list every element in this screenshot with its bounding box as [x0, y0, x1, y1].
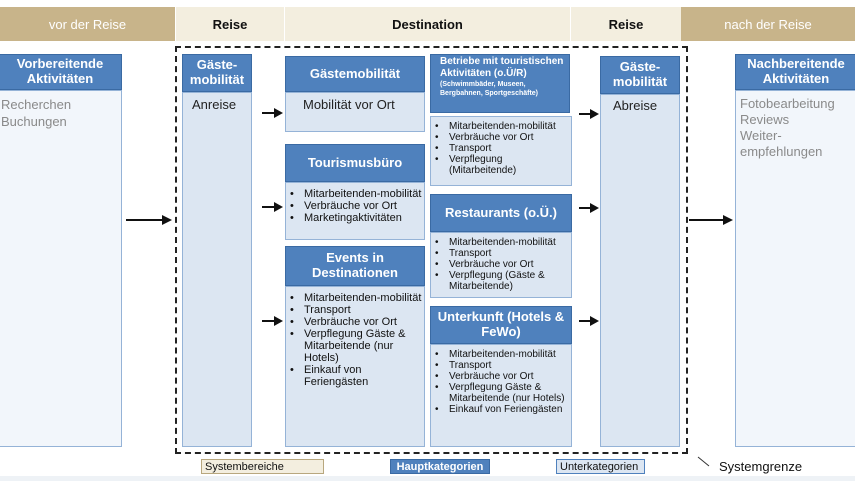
restaurants-item: Verbräuche vor Ort — [431, 259, 571, 270]
left-panel-title: Vorbereitende Aktivitäten — [16, 56, 104, 86]
tourismusbuero-header: Tourismusbüro — [285, 144, 425, 182]
legend-unterkategorien-label: Unterkategorien — [560, 460, 639, 473]
restaurants-body: Mitarbeitenden-mobilität Transport Verbr… — [430, 232, 572, 298]
betriebe-body: Mitarbeitenden-mobilität Verbräuche vor … — [430, 116, 572, 186]
left-panel-item-recherchen: Recherchen — [1, 97, 72, 112]
travel-out-body: Abreise — [600, 94, 680, 447]
phase-after-label: nach der Reise — [724, 16, 812, 32]
right-panel-header: Nachbereitende Aktivitäten — [735, 54, 855, 90]
events-title: Events in Destinationen — [312, 250, 398, 280]
local-mobility-label: Mobilität vor Ort — [303, 97, 395, 112]
phase-before-label: vor der Reise — [48, 16, 127, 32]
right-panel-title: Nachbereitende Aktivitäten — [747, 56, 845, 86]
events-item: Einkauf von Feriengästen — [286, 364, 424, 388]
tourismusbuero-item: Verbräuche vor Ort — [286, 200, 424, 212]
unterkunft-item: Verpflegung Gäste & Mitarbeitende (nur H… — [431, 382, 571, 404]
events-header: Events in Destinationen — [285, 246, 425, 286]
phase-destination: Destination — [284, 7, 570, 41]
phase-travel-out-label: Reise — [608, 16, 644, 32]
unterkunft-item: Transport — [431, 360, 571, 371]
events-item: Verpflegung Gäste & Mitarbeitende (nur H… — [286, 328, 424, 364]
tourismusbuero-body: Mitarbeitenden-mobilität Verbräuche vor … — [285, 182, 425, 240]
betriebe-item: Verbräuche vor Ort — [431, 132, 571, 143]
left-panel-header: Vorbereitende Aktivitäten — [0, 54, 122, 90]
betriebe-header: Betriebe mit touristischen Aktivitäten (… — [430, 54, 570, 113]
restaurants-title: Restaurants (o.Ü.) — [445, 204, 557, 220]
legend-systembereiche-label: Systembereiche — [205, 460, 284, 473]
local-mobility-body: Mobilität vor Ort — [285, 92, 425, 132]
betriebe-item: Mitarbeitenden-mobilität — [431, 121, 571, 132]
right-panel-item: Fotobearbeitung — [740, 96, 835, 111]
arrow-to-mobilitaet — [262, 107, 283, 119]
bottom-strip — [0, 476, 855, 481]
tourismusbuero-item: Marketingaktivitäten — [286, 212, 424, 224]
right-panel-item: Weiter-empfehlungen — [740, 128, 823, 159]
unterkunft-header: Unterkunft (Hotels & FeWo) — [430, 306, 572, 344]
legend-systembereiche: Systembereiche — [201, 459, 324, 474]
legend-systemgrenze-label: Systemgrenze — [719, 459, 803, 474]
phase-destination-label: Destination — [392, 16, 463, 32]
left-panel-item-buchungen: Buchungen — [1, 114, 67, 129]
system-boundary — [175, 46, 688, 454]
travel-in-body: Anreise — [182, 92, 252, 447]
phase-travel-out: Reise — [570, 7, 681, 41]
betriebe-item: Transport — [431, 143, 571, 154]
phase-travel-in: Reise — [175, 7, 284, 41]
restaurants-header: Restaurants (o.Ü.) — [430, 194, 572, 232]
events-item: Mitarbeitenden-mobilität — [286, 292, 424, 304]
legend-unterkategorien: Unterkategorien — [556, 459, 645, 474]
phase-travel-in-label: Reise — [212, 16, 248, 32]
travel-in-label: Anreise — [192, 97, 237, 112]
unterkunft-title: Unterkunft (Hotels & FeWo) — [437, 309, 565, 339]
arrow-to-nachbereitung — [689, 214, 733, 226]
phase-before-travel: vor der Reise — [0, 7, 175, 41]
events-body: Mitarbeitenden-mobilität Transport Verbr… — [285, 286, 425, 447]
restaurants-item: Mitarbeitenden-mobilität — [431, 237, 571, 248]
arrow-betriebe-to-abreise — [579, 108, 599, 120]
unterkunft-item: Verbräuche vor Ort — [431, 371, 571, 382]
arrow-restaurants-to-abreise — [579, 202, 599, 214]
events-item: Transport — [286, 304, 424, 316]
arrow-to-events — [262, 315, 283, 327]
tourismusbuero-item: Mitarbeitenden-mobilität — [286, 188, 424, 200]
arrow-to-anreise — [126, 214, 172, 226]
legend-systemgrenze-line — [697, 455, 711, 473]
events-item: Verbräuche vor Ort — [286, 316, 424, 328]
unterkunft-item: Mitarbeitenden-mobilität — [431, 349, 571, 360]
arrow-to-tourismusbuero — [262, 201, 283, 213]
restaurants-item: Transport — [431, 248, 571, 259]
unterkunft-item: Einkauf von Feriengästen — [431, 404, 571, 415]
betriebe-item: Verpflegung (Mitarbeitende) — [431, 154, 571, 176]
travel-out-title: Gäste-mobilität — [612, 59, 668, 89]
legend-hauptkategorien-label: Hauptkategorien — [396, 460, 484, 473]
unterkunft-body: Mitarbeitenden-mobilität Transport Verbr… — [430, 344, 572, 447]
right-panel-body: Fotobearbeitung Reviews Weiter-empfehlun… — [735, 90, 855, 447]
phase-after-travel: nach der Reise — [681, 7, 855, 41]
betriebe-subtitle: (Schwimmbäder, Museen, Bergbahnen, Sport… — [440, 81, 539, 97]
local-mobility-header: Gästemobilität — [285, 56, 425, 92]
arrow-unterkunft-to-abreise — [579, 315, 599, 327]
local-mobility-title: Gästemobilität — [309, 65, 401, 81]
travel-out-header: Gäste-mobilität — [600, 56, 680, 94]
right-panel-item: Reviews — [740, 112, 790, 127]
travel-in-header: Gäste-mobilität — [182, 54, 252, 92]
travel-in-title: Gäste-mobilität — [189, 57, 245, 87]
tourismusbuero-title: Tourismusbüro — [307, 154, 403, 170]
left-panel-body: Recherchen Buchungen — [0, 90, 122, 447]
betriebe-title: Betriebe mit touristischen Aktivitäten (… — [440, 56, 564, 79]
legend-hauptkategorien: Hauptkategorien — [390, 459, 490, 474]
travel-out-label: Abreise — [613, 98, 658, 113]
restaurants-item: Verpflegung (Gäste & Mitarbeitende) — [431, 270, 571, 292]
